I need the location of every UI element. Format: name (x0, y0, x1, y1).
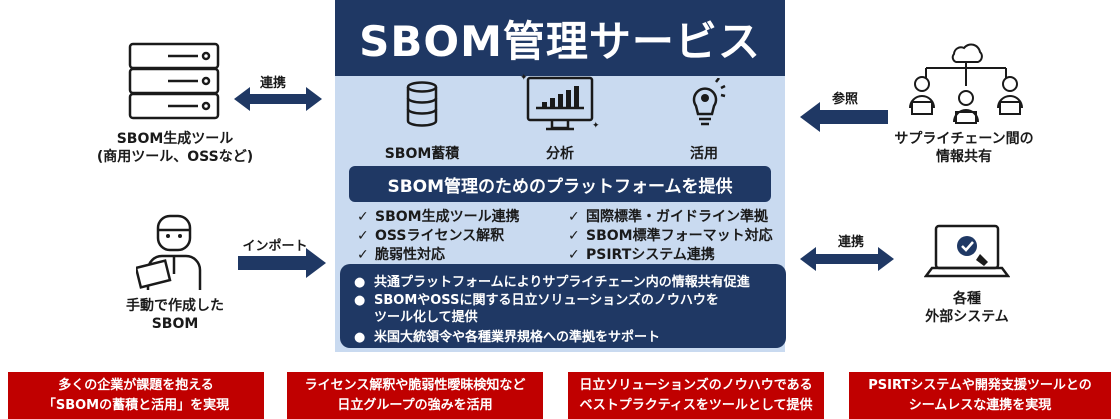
link-label-external: 連携 (837, 235, 864, 250)
laptop-check-icon (923, 222, 1011, 286)
value-box-1: 多くの企業が課題を抱える「SBOMの蓄積と活用」を実現 (8, 372, 264, 419)
check-item: ✓国際標準・ガイドライン準拠 (568, 209, 768, 225)
svg-text:✦: ✦ (592, 121, 600, 131)
benefit-item: ●SBOMやOSSに関する日立ソリューションズのノウハウを (354, 293, 719, 308)
checkmark-icon: ✓ (568, 247, 580, 263)
feature-label-utilize: 活用 (690, 146, 718, 162)
bidirectional-arrow-icon (800, 244, 894, 274)
feature-label-accumulate: SBOM蓄積 (384, 146, 460, 162)
reference-label: 参照 (831, 92, 858, 107)
lightbulb-icon (686, 77, 726, 130)
check-item: ✓脆弱性対応 (357, 247, 445, 263)
checkmark-icon: ✓ (357, 209, 369, 225)
check-item: ✓PSIRTシステム連携 (568, 247, 715, 263)
person-with-tablet-icon (134, 212, 212, 292)
supply-chain-label: サプライチェーン間の情報共有 (894, 131, 1034, 165)
checkmark-icon: ✓ (568, 228, 580, 244)
checkmark-icon: ✓ (357, 247, 369, 263)
sbom-tool-label: SBOM生成ツール(商用ツール、OSSなど) (96, 131, 254, 165)
right-arrow-icon (238, 248, 326, 278)
benefit-item: ●共通プラットフォームによりサプライチェーン内の情報共有促進 (354, 275, 750, 290)
benefit-item-continued: ツール化して提供 (374, 310, 478, 325)
value-box-4: PSIRTシステムや開発支援ツールとのシームレスな連携を実現 (849, 372, 1111, 419)
import-label: インポート (242, 239, 308, 254)
check-item: ✓SBOM生成ツール連携 (357, 209, 520, 225)
bidirectional-arrow-icon (234, 84, 322, 114)
database-icon (400, 80, 444, 128)
feature-label-analyze: 分析 (546, 146, 574, 162)
supply-chain-people-icon (896, 38, 1036, 124)
svg-text:✦: ✦ (520, 73, 528, 83)
service-title: SBOM管理サービス (335, 0, 785, 76)
analytics-monitor-icon: ✦ ✦ (520, 72, 600, 134)
benefits-box (340, 264, 786, 348)
server-icon (128, 42, 220, 120)
check-item: ✓OSSライセンス解釈 (357, 228, 505, 244)
checkmark-icon: ✓ (568, 209, 580, 225)
value-box-2: ライセンス解釈や脆弱性曖昧検知など日立グループの強みを活用 (287, 372, 543, 419)
link-label-tools: 連携 (259, 76, 286, 91)
value-box-3: 日立ソリューションズのノウハウであるベストプラクティスをツールとして提供 (568, 372, 824, 419)
checkmark-icon: ✓ (357, 228, 369, 244)
benefit-item: ●米国大統領令や各種業界規格への準拠をサポート (354, 330, 661, 345)
external-systems-label: 各種外部システム (925, 291, 1009, 325)
platform-banner: SBOM管理のためのプラットフォームを提供 (349, 166, 771, 202)
check-item: ✓SBOM標準フォーマット対応 (568, 228, 773, 244)
left-arrow-icon (800, 102, 888, 132)
